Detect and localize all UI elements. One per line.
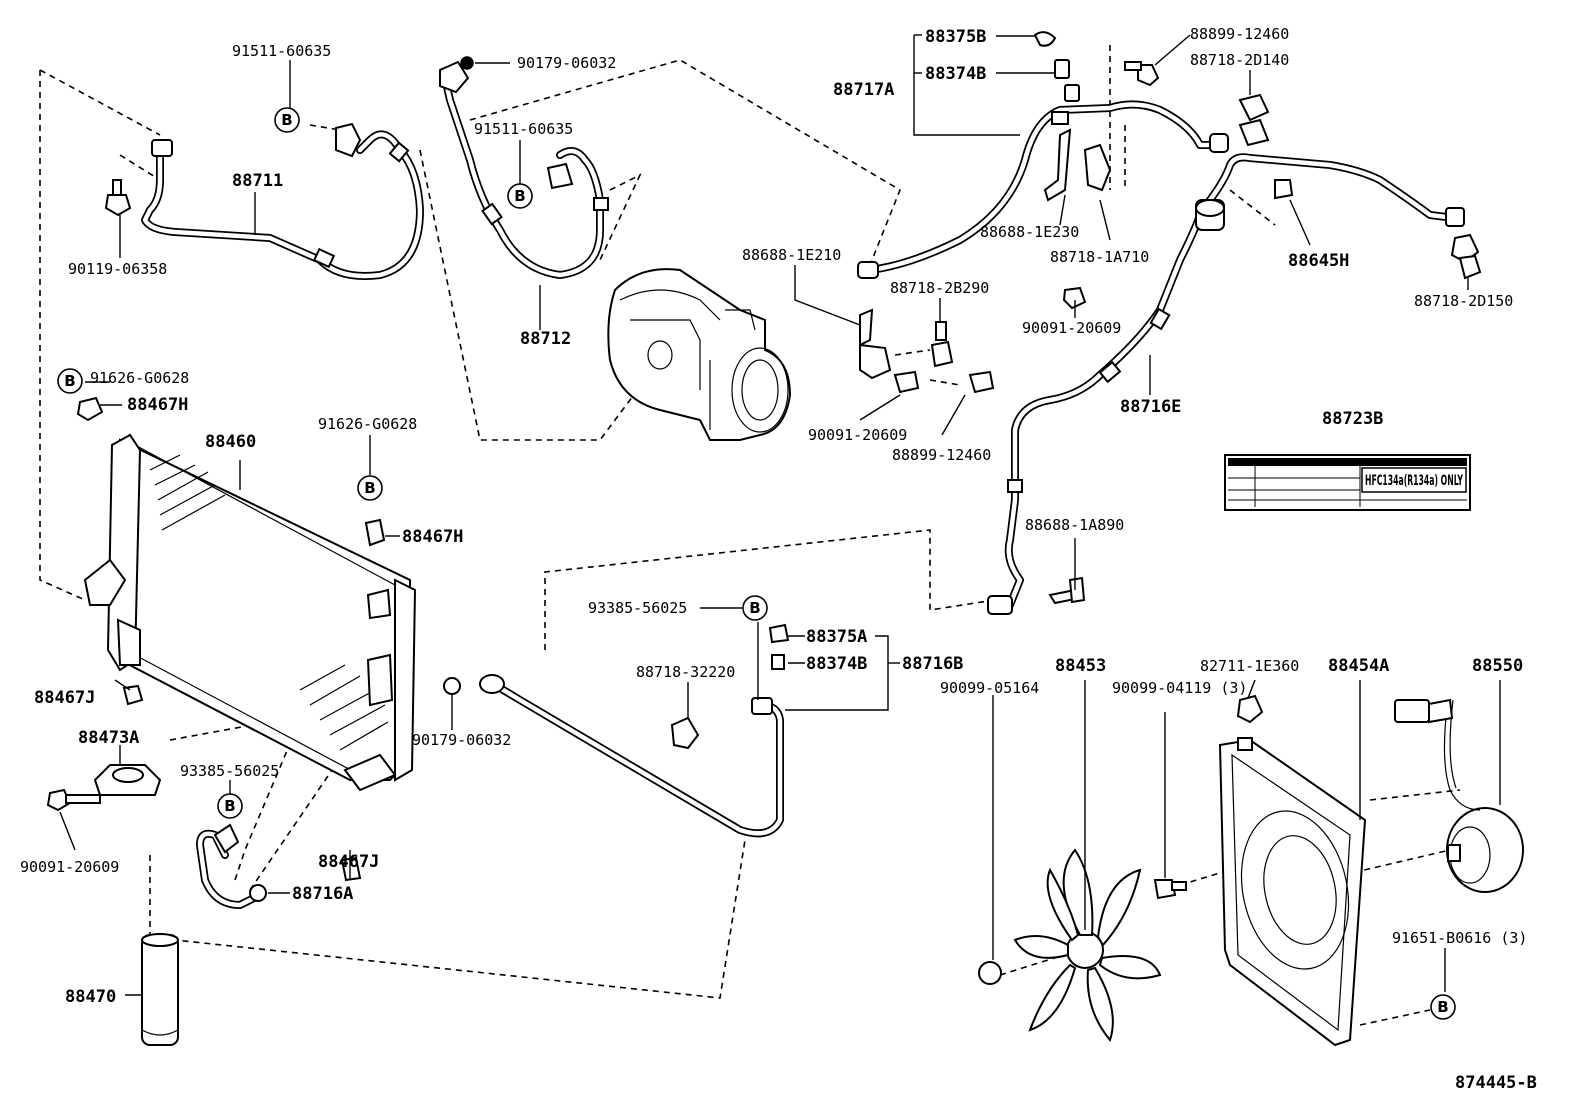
part-labels: 91511-60635 90179-06032 91511-60635 8871…	[20, 25, 1537, 1093]
fan-shroud	[1218, 737, 1367, 1047]
fan-motor	[1394, 698, 1524, 893]
label-91626-G0628: 91626-G0628	[90, 369, 189, 387]
label-88374B: 88374B	[806, 654, 867, 674]
label-88717A: 88717A	[833, 80, 894, 100]
label-88375A: 88375A	[806, 627, 867, 647]
callout-b: B	[281, 111, 292, 129]
label-88723B: 88723B	[1322, 409, 1383, 429]
label-88718-1A710: 88718-1A710	[1050, 248, 1149, 266]
label-93385-56025: 93385-56025	[180, 762, 279, 780]
compressor	[607, 268, 792, 441]
label-88716B: 88716B	[902, 654, 963, 674]
refrigerant-label: HFC134a(R134a) ONLY	[1224, 454, 1471, 511]
label-88718-2B290: 88718-2B290	[890, 279, 989, 297]
condenser	[83, 433, 417, 792]
label-90119-06358: 90119-06358	[68, 260, 167, 278]
small-parts	[46, 31, 1482, 985]
label-93385-56025: 93385-56025	[588, 599, 687, 617]
label-88716A: 88716A	[292, 884, 353, 904]
bracket-88473A	[93, 764, 162, 796]
label-88688-1A890: 88688-1A890	[1025, 516, 1124, 534]
label-90099-05164: 90099-05164	[940, 679, 1039, 697]
label-90091-20609: 90091-20609	[20, 858, 119, 876]
pipe-fittings	[151, 60, 1465, 902]
label-88375B: 88375B	[925, 27, 986, 47]
label-88467H: 88467H	[127, 395, 188, 415]
label-88716E: 88716E	[1120, 397, 1181, 417]
diagram-code: 874445-B	[1455, 1073, 1537, 1093]
label-88688-1E210: 88688-1E210	[742, 246, 841, 264]
refrigerant-type-text: HFC134a(R134a) ONLY	[1365, 473, 1463, 489]
label-88460: 88460	[205, 432, 256, 452]
label-88718-2D150: 88718-2D150	[1414, 292, 1513, 310]
label-88453: 88453	[1055, 656, 1106, 676]
label-88467J: 88467J	[318, 852, 379, 872]
label-88645H: 88645H	[1288, 251, 1349, 271]
receiver-dryer	[141, 933, 179, 1046]
label-90179-06032: 90179-06032	[517, 54, 616, 72]
label-88467J: 88467J	[34, 688, 95, 708]
leader-lines	[59, 34, 1501, 996]
label-90099-04119: 90099-04119 (3)	[1112, 679, 1247, 697]
label-88454A: 88454A	[1328, 656, 1389, 676]
label-88467H: 88467H	[402, 527, 463, 547]
label-88899-12460: 88899-12460	[892, 446, 991, 464]
label-88470: 88470	[65, 987, 116, 1007]
label-91626-G0628: 91626-G0628	[318, 415, 417, 433]
callout-b: B	[1437, 998, 1448, 1016]
label-82711-1E360: 82711-1E360	[1200, 657, 1299, 675]
label-88374B: 88374B	[925, 64, 986, 84]
label-88718-2D140: 88718-2D140	[1190, 51, 1289, 69]
callout-b: B	[224, 797, 235, 815]
callout-b: B	[749, 599, 760, 617]
callout-circles: B B B B B B B	[57, 107, 1456, 1020]
label-91651-B0616: 91651-B0616 (3)	[1392, 929, 1527, 947]
label-88718-32220: 88718-32220	[636, 663, 735, 681]
label-91511-60635: 91511-60635	[474, 120, 573, 138]
label-88712: 88712	[520, 329, 571, 349]
label-88688-1E230: 88688-1E230	[980, 223, 1079, 241]
callout-b: B	[64, 372, 75, 390]
label-88473A: 88473A	[78, 728, 139, 748]
callout-b: B	[514, 187, 525, 205]
fan-blades	[1013, 848, 1162, 1043]
callout-b: B	[364, 479, 375, 497]
label-88899-12460: 88899-12460	[1190, 25, 1289, 43]
label-88711: 88711	[232, 171, 283, 191]
label-91511-60635: 91511-60635	[232, 42, 331, 60]
label-90091-20609: 90091-20609	[808, 426, 907, 444]
label-90091-20609: 90091-20609	[1022, 319, 1121, 337]
label-90179-06032: 90179-06032	[412, 731, 511, 749]
label-88550: 88550	[1472, 656, 1523, 676]
